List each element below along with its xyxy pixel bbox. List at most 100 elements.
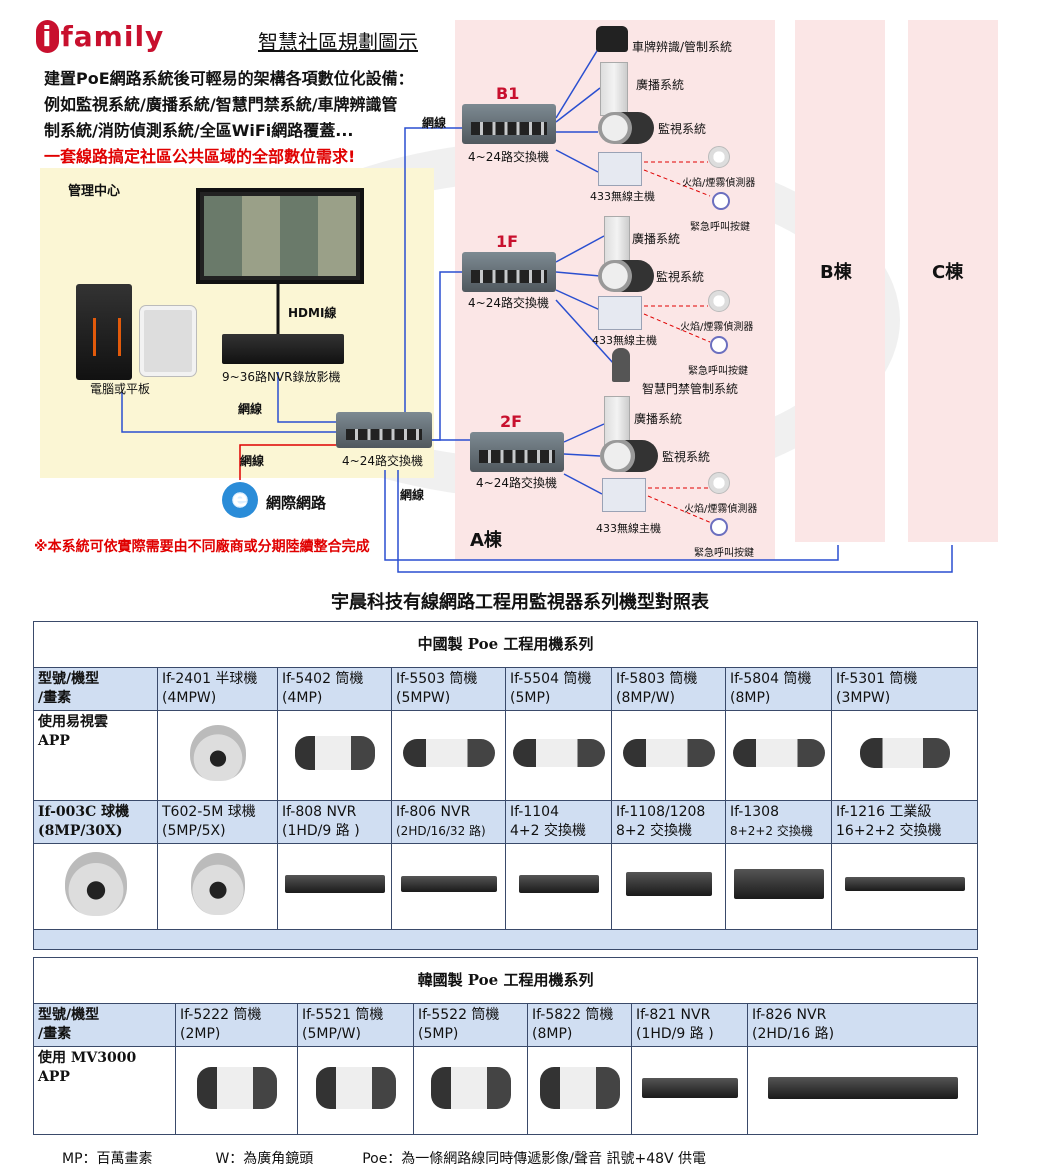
china-model-cell: T602-5M 球機(5MP/5X): [157, 800, 278, 844]
building-c-label: C棟: [932, 262, 964, 283]
china-model-cell: If-2401 半球機(4MPW): [157, 667, 278, 711]
building-b-zone: [795, 20, 885, 542]
product-image: [746, 1046, 979, 1135]
china-model-cell: If-806 NVR(2HD/16/32 路): [391, 800, 506, 844]
china-model-cell: If-5504 筒機(5MP): [505, 667, 612, 711]
korea-model-cell: If-5521 筒機(5MP/W): [297, 1003, 414, 1047]
1f-alarm-host-device: [598, 296, 642, 330]
internet-icon: e: [222, 482, 258, 518]
b1-item-surveillance: 監視系統: [658, 122, 707, 136]
1f-item-access: 智慧門禁管制系統: [642, 382, 739, 396]
b1-item-lpr: 車牌辨識/管制系統: [632, 40, 733, 54]
2f-alarm-host-device: [602, 478, 646, 512]
korea-model-cell: If-5522 筒機(5MP): [413, 1003, 528, 1047]
b1-alarm-host-device: [598, 152, 642, 186]
1f-item-detector: 火焰/煙霧偵測器: [680, 322, 754, 333]
korea-model-cell: If-821 NVR(1HD/9 路 ): [631, 1003, 748, 1047]
floor-2f-label: 2F: [500, 412, 523, 431]
korea-head-label: 型號/機型/畫素: [33, 1003, 176, 1047]
product-image: [157, 843, 278, 930]
2f-detector-icon: [708, 472, 730, 494]
2f-item-broadcast: 廣播系統: [634, 412, 683, 426]
china-model-table: 中國製 Poe 工程用機系列 型號/機型/畫素 If-2401 半球機(4MPW…: [33, 621, 978, 950]
wire-label-3: 網線: [400, 488, 425, 502]
2f-item-detector: 火焰/煙霧偵測器: [684, 504, 758, 515]
china-head-label: 型號/機型/畫素: [33, 667, 158, 711]
nvr-label: 9~36路NVR錄放影機: [222, 370, 341, 384]
china-model-cell: If-5301 筒機(3MPW): [831, 667, 978, 711]
internet-label: 網際網路: [266, 494, 327, 512]
product-image: [831, 710, 978, 801]
legend-mp: MP：百萬畫素: [62, 1151, 153, 1167]
product-image: [175, 1046, 298, 1135]
korea-model-cell: If-826 NVR(2HD/16 路): [746, 1003, 979, 1047]
product-image: [391, 843, 506, 930]
2f-switch-label: 4~24路交換機: [476, 476, 557, 490]
wire-label-1: 網線: [238, 402, 263, 416]
1f-item-433: 433無線主機: [592, 334, 657, 347]
b1-switch-device: [462, 104, 556, 144]
building-b-label: B棟: [820, 262, 852, 283]
product-image: [505, 843, 612, 930]
2f-switch-device: [470, 432, 564, 472]
b1-speaker-device: [600, 62, 628, 116]
china-model-cell: If-5803 筒機(8MP/W): [611, 667, 726, 711]
legend-poe: Poe：為一條網路線同時傳遞影像/聲音 訊號+48V 供電: [362, 1151, 707, 1167]
product-image: [725, 843, 832, 930]
core-switch-device: [336, 412, 432, 448]
2f-camera-device: [600, 440, 658, 472]
b1-emergency-button-icon: [712, 192, 730, 210]
product-image: [611, 710, 726, 801]
2f-speaker-device: [604, 396, 630, 446]
1f-item-broadcast: 廣播系統: [632, 232, 681, 246]
page-title: 智慧社區規劃圖示: [258, 30, 418, 54]
pc-tower-device: [76, 284, 132, 380]
product-image: [505, 710, 612, 801]
intro-text: 建置PoE網路系統後可輕易的架構各項數位化設備： 例如監視系統/廣播系統/智慧門…: [44, 66, 444, 170]
china-model-cell: If-5402 筒機(4MP): [277, 667, 392, 711]
product-image: [157, 710, 278, 801]
product-image: [631, 1046, 748, 1135]
product-image: [831, 843, 978, 930]
wire-label-4: 網線: [422, 116, 447, 130]
product-image: [725, 710, 832, 801]
product-image: [33, 843, 158, 930]
car-icon: [596, 26, 628, 52]
intro-highlight: 一套線路搞定社區公共區域的全部數位需求!: [44, 147, 356, 166]
china-model-cell: If-5503 筒機(5MPW): [391, 667, 506, 711]
2f-item-433: 433無線主機: [596, 522, 661, 535]
product-image: [413, 1046, 528, 1135]
1f-item-surveillance: 監視系統: [656, 270, 705, 284]
product-image: [611, 843, 726, 930]
b1-item-433: 433無線主機: [590, 190, 655, 203]
pc-tablet-label: 電腦或平板: [90, 382, 151, 396]
core-switch-label: 4~24路交換機: [342, 454, 423, 468]
b1-switch-label: 4~24路交換機: [468, 150, 549, 164]
product-image: [527, 1046, 632, 1135]
b1-item-emergency: 緊急呼叫按鍵: [690, 222, 750, 233]
2f-item-emergency: 緊急呼叫按鍵: [694, 548, 754, 559]
china-series-title: 中國製 Poe 工程用機系列: [33, 621, 978, 668]
1f-item-emergency: 緊急呼叫按鍵: [688, 366, 748, 377]
china-row2-label: If-003C 球機(8MP/30X): [33, 800, 158, 844]
floor-b1-label: B1: [496, 84, 520, 103]
building-c-zone: [908, 20, 998, 542]
2f-emergency-button-icon: [710, 518, 728, 536]
building-a-label: A棟: [470, 530, 502, 551]
wire-label-2: 網線: [240, 454, 265, 468]
korea-model-cell: If-5222 筒機(2MP): [175, 1003, 298, 1047]
1f-camera-device: [598, 260, 654, 292]
floor-1f-label: 1F: [496, 232, 519, 251]
korea-model-cell: If-5822 筒機(8MP): [527, 1003, 632, 1047]
1f-speaker-device: [604, 216, 630, 266]
spacer-row: [33, 929, 978, 950]
korea-series-title: 韓國製 Poe 工程用機系列: [32, 957, 979, 1004]
mgmt-center-label: 管理中心: [68, 184, 121, 199]
2f-item-surveillance: 監視系統: [662, 450, 711, 464]
